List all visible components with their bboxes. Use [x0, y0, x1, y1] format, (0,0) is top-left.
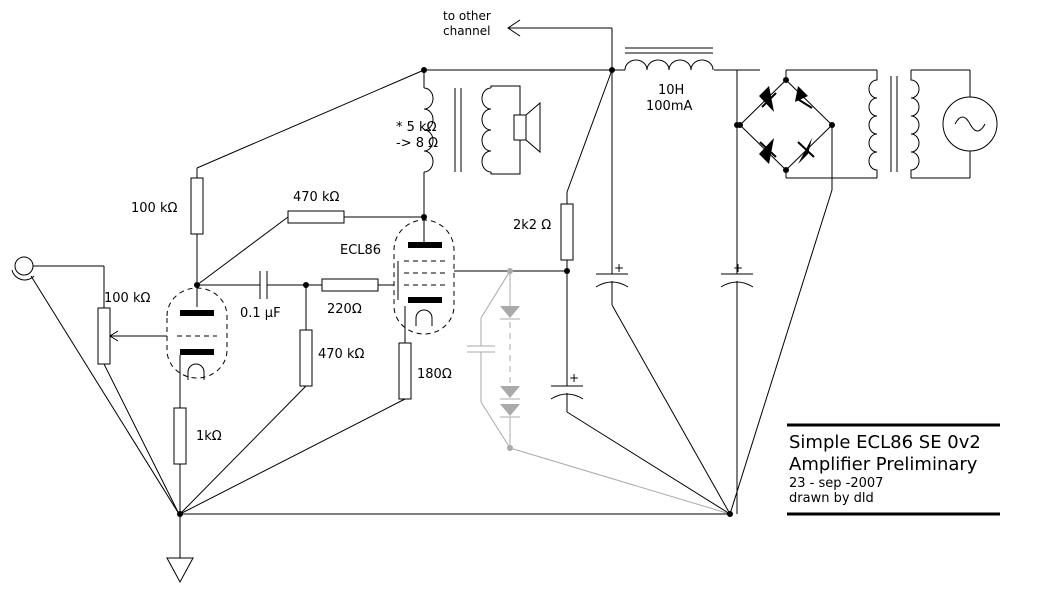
- label-plus-bypass: +: [569, 371, 579, 385]
- title-line-2: Amplifier Preliminary: [789, 454, 978, 475]
- label-to-other: to other: [443, 9, 491, 23]
- speaker-icon: [513, 101, 541, 154]
- title-line-1: Simple ECL86 SE 0v2: [789, 432, 981, 453]
- ground-bus: [177, 511, 733, 558]
- resistor-100k-triode-plate: [190, 69, 425, 288]
- ac-source-icon: [942, 96, 998, 152]
- label-r-470k-feedback: 470 kΩ: [293, 190, 339, 205]
- resistor-470k-feedback: [196, 210, 427, 286]
- label-channel: channel: [443, 24, 490, 38]
- label-tube: ECL86: [340, 243, 381, 258]
- ecl86-triode: [166, 285, 228, 408]
- capacitor-cathode-bypass: [550, 371, 731, 515]
- label-r-2k2: 2k2 Ω: [513, 218, 551, 233]
- resistor-180: [179, 342, 412, 515]
- label-ot-speaker: -> 8 Ω: [396, 136, 438, 151]
- label-pot-100k: 100 kΩ: [104, 291, 150, 306]
- title-block: Simple ECL86 SE 0v2 Amplifier Preliminar…: [787, 423, 1000, 516]
- ground-icon: [166, 557, 194, 584]
- label-r-180: 180Ω: [417, 367, 452, 382]
- label-r-470k: 470 kΩ: [318, 347, 364, 362]
- resistor-1k: [173, 407, 187, 514]
- label-r-220: 220Ω: [327, 302, 362, 317]
- optional-zener-stack: [467, 268, 731, 515]
- resistor-2k2: [560, 69, 613, 371]
- bridge-rectifier: [729, 77, 835, 515]
- resistor-470k-grid: [179, 285, 313, 515]
- output-transformer: [423, 70, 521, 215]
- potentiometer-100k[interactable]: [97, 266, 180, 515]
- power-transformer: [785, 69, 971, 179]
- capacitor-filter-2: [720, 70, 754, 514]
- choke-10h: [624, 47, 714, 71]
- label-ot-impedance: * 5 kΩ: [396, 120, 437, 135]
- label-r-1k: 1kΩ: [196, 429, 222, 444]
- title-author: drawn by dld: [789, 491, 874, 506]
- label-choke-current: 100mA: [646, 99, 692, 114]
- input-jack-icon: [11, 256, 180, 515]
- coupling-capacitor: [197, 271, 322, 299]
- label-r-100k-top: 100 kΩ: [131, 201, 177, 216]
- resistor-220: [321, 278, 394, 292]
- label-cap-01: 0.1 µF: [240, 306, 281, 321]
- label-plus-filter-1: +: [614, 261, 624, 275]
- label-plus-filter-2: +: [733, 261, 743, 275]
- capacitor-filter-1: [595, 70, 731, 515]
- label-choke-inductance: 10H: [658, 83, 684, 98]
- title-date: 23 - sep -2007: [789, 476, 883, 491]
